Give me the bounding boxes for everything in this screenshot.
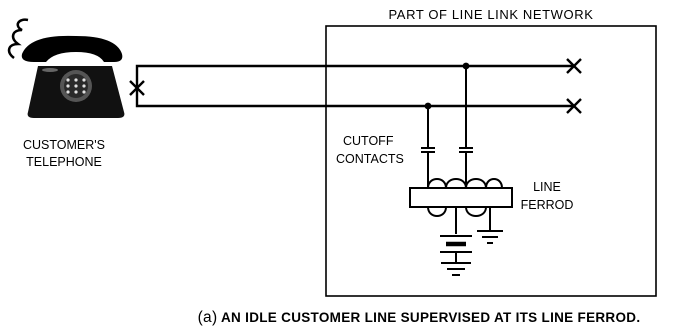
ferrod-label-line2: FERROD <box>521 198 574 212</box>
battery-icon <box>440 235 472 262</box>
caption-text: AN IDLE CUSTOMER LINE SUPERVISED AT ITS … <box>221 310 640 325</box>
cross-mark-icon <box>566 98 582 114</box>
ground-icon <box>441 262 471 276</box>
network-title: PART OF LINE LINK NETWORK <box>389 7 594 22</box>
line-link-network-box <box>325 25 657 297</box>
cutoff-contact-right <box>459 66 473 188</box>
cutoff-label-line2: CONTACTS <box>336 152 404 166</box>
cutoff-contact-left <box>421 106 435 188</box>
cross-mark-icon <box>566 58 582 74</box>
telephone-icon <box>7 18 125 118</box>
telephone-label-line2: TELEPHONE <box>26 155 102 169</box>
ground-icon <box>477 230 503 244</box>
ring-wire <box>135 88 574 108</box>
telephone-label-line1: CUSTOMER'S <box>23 138 105 152</box>
caption-prefix: (a) <box>198 309 218 326</box>
line-ferrod <box>409 178 513 217</box>
tip-wire <box>135 64 574 88</box>
cross-mark-icon <box>129 80 145 96</box>
figure-caption: (a) AN IDLE CUSTOMER LINE SUPERVISED AT … <box>198 309 641 326</box>
cutoff-label-line1: CUTOFF <box>343 134 394 148</box>
ferrod-label-line1: LINE <box>533 180 561 194</box>
